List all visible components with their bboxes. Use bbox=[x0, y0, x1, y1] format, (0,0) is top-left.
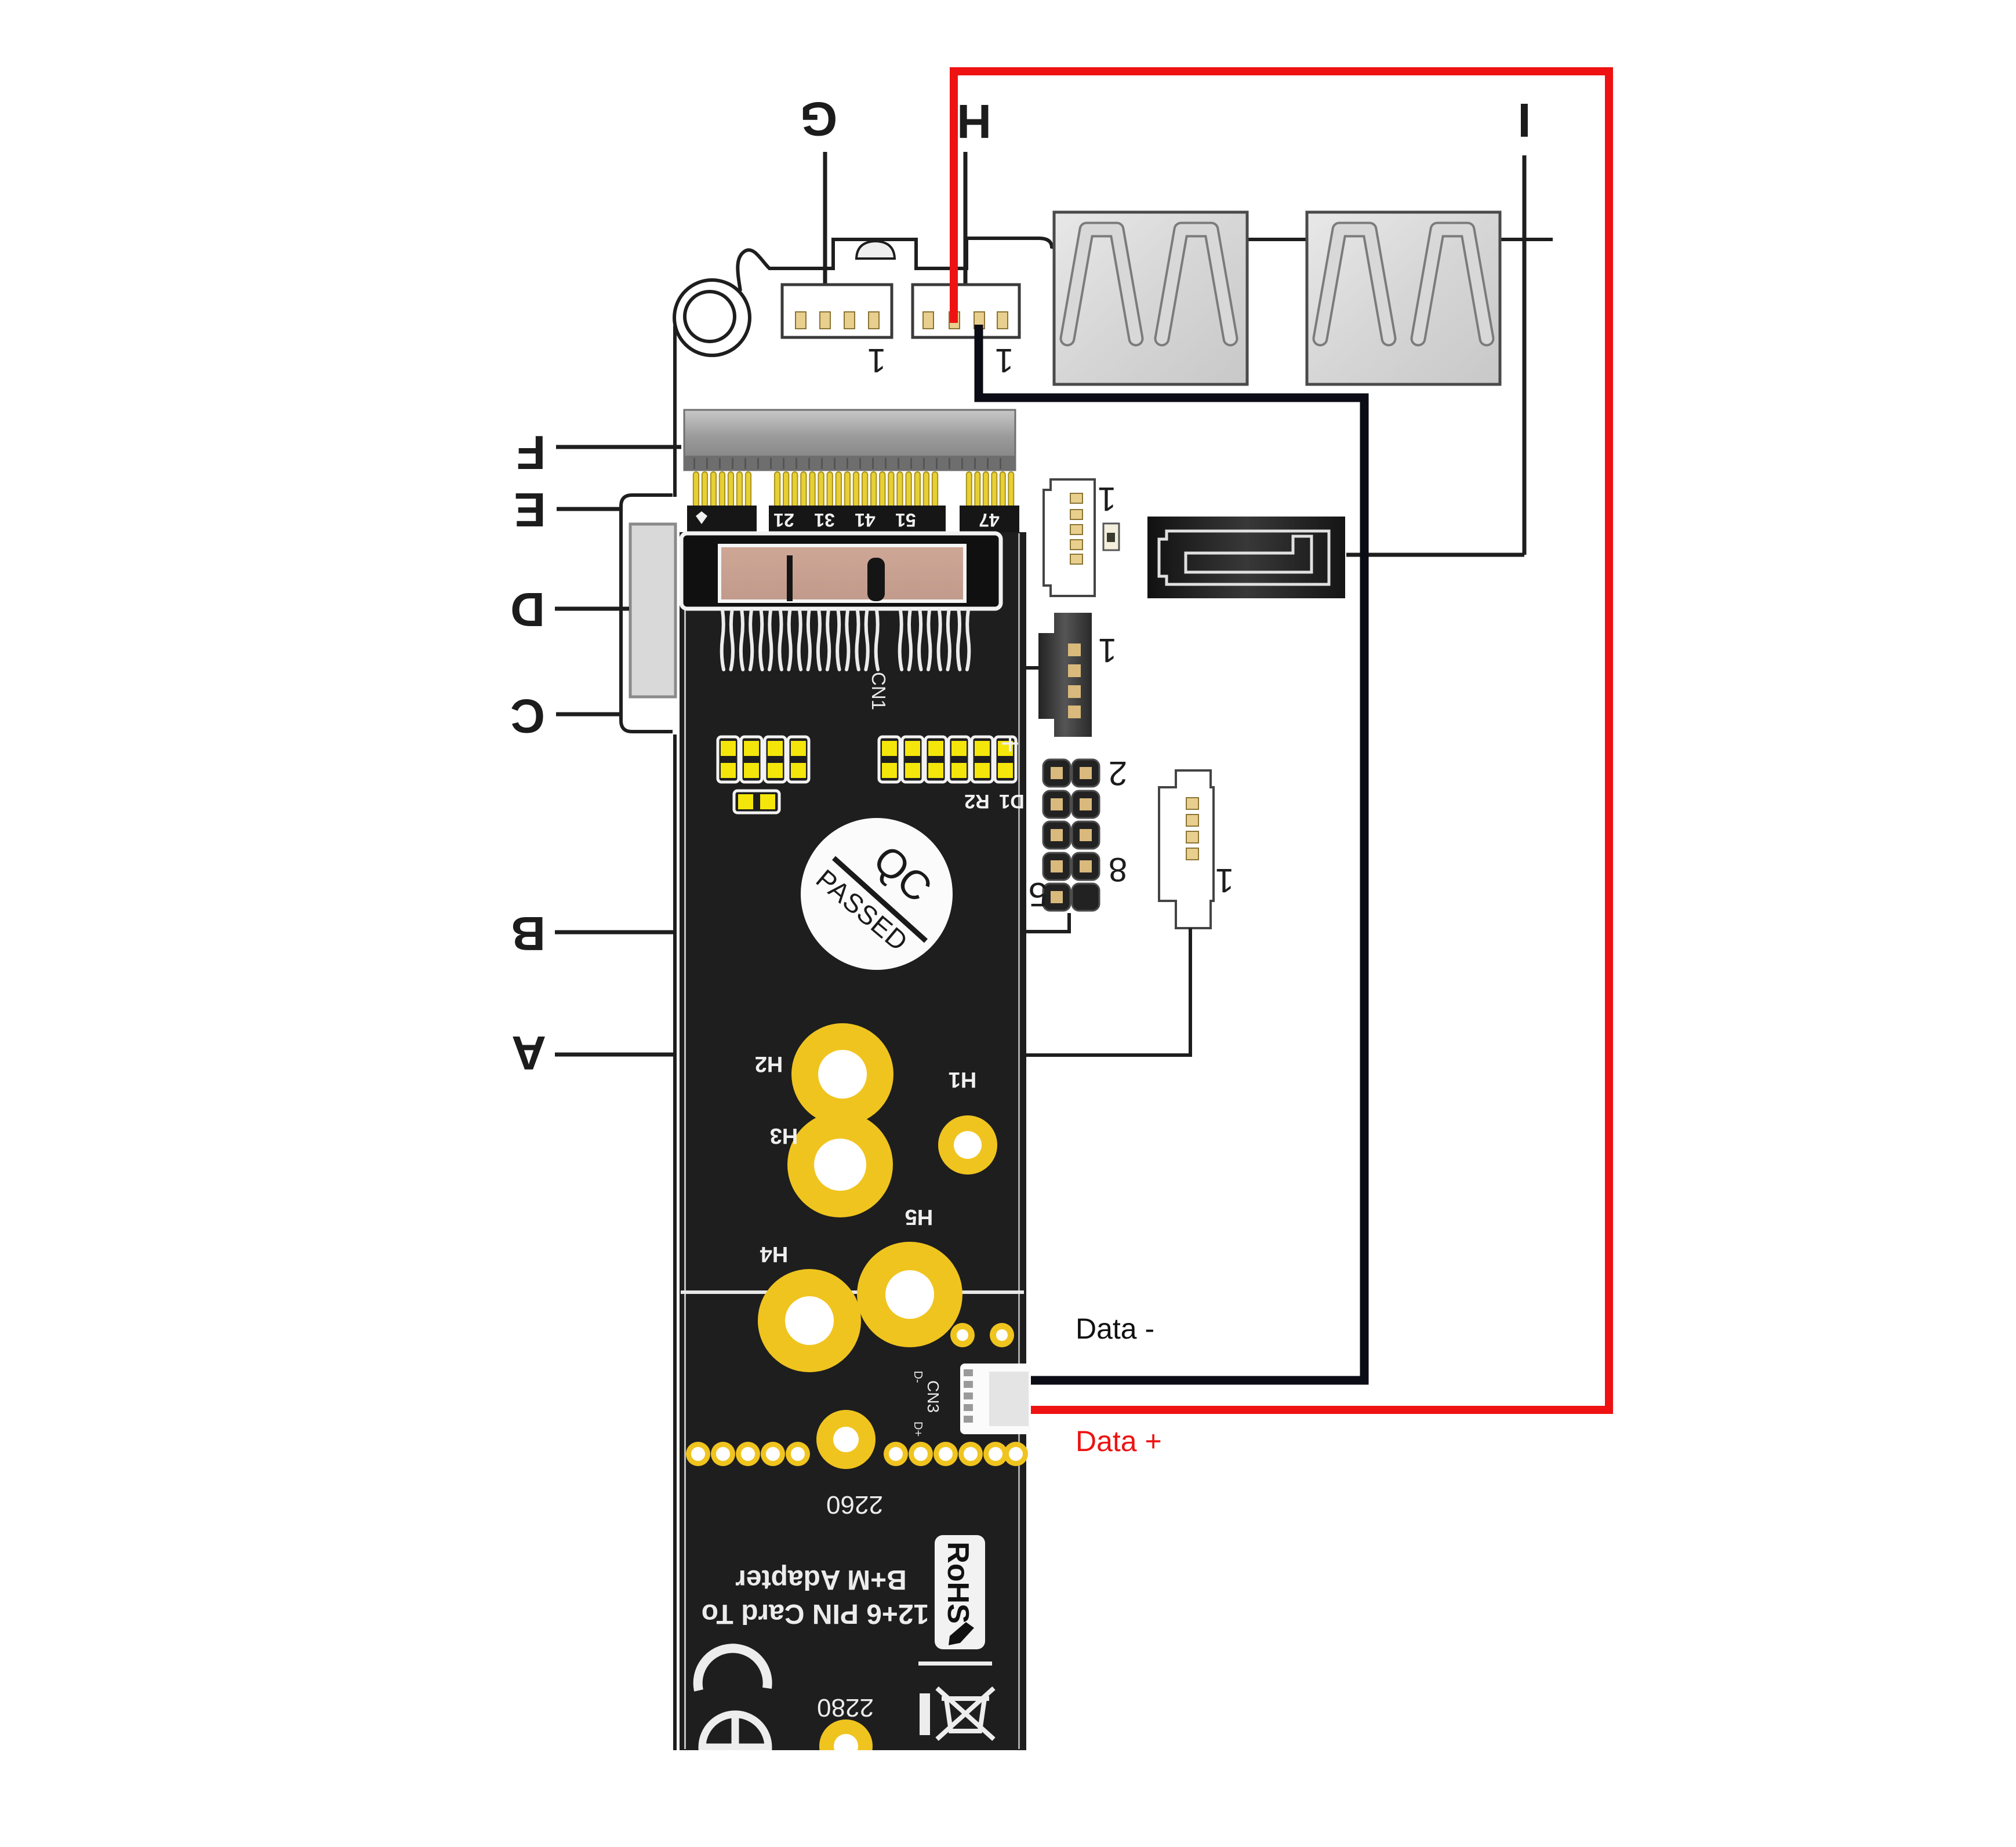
svg-text:F: F bbox=[517, 426, 546, 479]
svg-text:R2: R2 bbox=[964, 790, 989, 812]
svg-text:I: I bbox=[1517, 93, 1531, 147]
svg-text:RoHS: RoHS bbox=[941, 1541, 975, 1624]
svg-text:2: 2 bbox=[1109, 754, 1127, 792]
svg-text:D1: D1 bbox=[999, 790, 1024, 812]
svg-text:31: 31 bbox=[814, 510, 835, 530]
svg-text:H3: H3 bbox=[770, 1124, 798, 1148]
svg-text:E: E bbox=[514, 483, 546, 537]
svg-text:1: 1 bbox=[867, 341, 886, 379]
svg-text:B: B bbox=[511, 907, 546, 961]
svg-text:Data +: Data + bbox=[1076, 1425, 1162, 1457]
svg-text:D-: D- bbox=[911, 1370, 924, 1383]
svg-text:2280: 2280 bbox=[817, 1693, 874, 1722]
svg-text:51: 51 bbox=[895, 510, 916, 530]
svg-text:H4: H4 bbox=[760, 1242, 789, 1266]
svg-text:Data -: Data - bbox=[1076, 1312, 1154, 1345]
svg-text:1: 1 bbox=[1215, 861, 1234, 899]
svg-text:8: 8 bbox=[1109, 850, 1127, 888]
svg-text:H5: H5 bbox=[905, 1205, 933, 1229]
svg-text:41: 41 bbox=[855, 510, 876, 530]
svg-text:1: 1 bbox=[995, 341, 1014, 379]
svg-text:CN3: CN3 bbox=[924, 1380, 942, 1413]
svg-text:B+M Adapter: B+M Adapter bbox=[735, 1564, 907, 1595]
svg-text:H: H bbox=[957, 94, 991, 148]
svg-text:D: D bbox=[510, 583, 545, 637]
svg-text:21: 21 bbox=[773, 510, 794, 530]
svg-text:C: C bbox=[510, 689, 545, 743]
svg-text:CN1: CN1 bbox=[868, 672, 889, 710]
svg-text:12+6 PIN Card To: 12+6 PIN Card To bbox=[702, 1598, 929, 1629]
svg-text:47: 47 bbox=[979, 510, 1000, 530]
svg-text:2260: 2260 bbox=[826, 1490, 883, 1519]
svg-text:1: 1 bbox=[1098, 631, 1117, 669]
svg-text:+: + bbox=[1001, 726, 1020, 762]
svg-text:H1: H1 bbox=[949, 1067, 977, 1092]
svg-text:1: 1 bbox=[1098, 480, 1116, 518]
svg-text:G: G bbox=[800, 92, 838, 146]
svg-text:H2: H2 bbox=[755, 1052, 783, 1076]
svg-text:5: 5 bbox=[1029, 875, 1047, 913]
svg-text:D+: D+ bbox=[911, 1421, 924, 1437]
svg-text:A: A bbox=[511, 1026, 546, 1080]
